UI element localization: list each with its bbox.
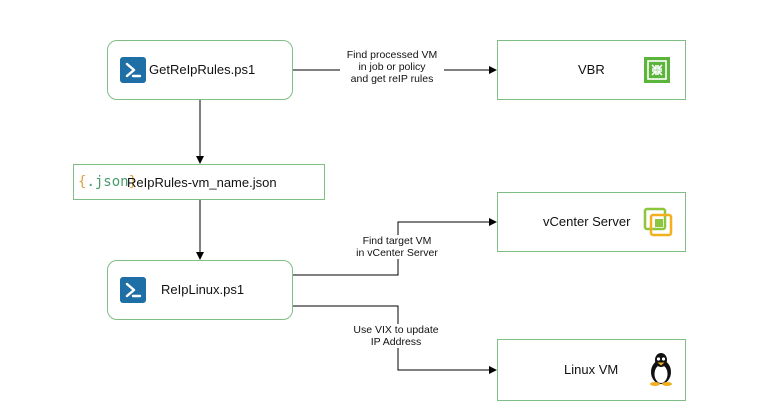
get-reip-rules-label: GetReIpRules.ps1 bbox=[149, 62, 256, 77]
reip-linux-node: ReIpLinux.ps1 bbox=[107, 260, 293, 320]
edge-label-to-vcenter: Find target VM in vCenter Server bbox=[348, 235, 446, 259]
powershell-icon bbox=[120, 57, 146, 83]
edge-label-to-linux: Use VIX to update IP Address bbox=[346, 324, 446, 348]
edge-label-line: Find target VM bbox=[362, 235, 432, 247]
json-file-label: ReIpRules-vm_name.json bbox=[127, 175, 277, 190]
vcenter-node: vCenter Server bbox=[497, 192, 686, 252]
edge-label-line: Use VIX to update bbox=[353, 324, 439, 336]
json-file-icon: {.json} bbox=[78, 174, 138, 190]
veeam-icon bbox=[644, 57, 670, 83]
get-reip-rules-node: GetReIpRules.ps1 bbox=[107, 40, 293, 100]
edge-label-line: in job or policy bbox=[358, 61, 426, 73]
vbr-label: VBR bbox=[578, 62, 605, 77]
reip-linux-label: ReIpLinux.ps1 bbox=[161, 282, 245, 297]
json-icon-text: .json bbox=[86, 174, 129, 190]
linux-vm-label: Linux VM bbox=[564, 362, 619, 377]
edge-label-line: in vCenter Server bbox=[356, 247, 438, 259]
vcenter-icon bbox=[643, 207, 673, 237]
edge-label-line: and get reIP rules bbox=[350, 73, 434, 85]
edge-label-line: IP Address bbox=[370, 336, 422, 348]
json-file-node: {.json} ReIpRules-vm_name.json bbox=[73, 164, 325, 200]
edge-label-line: Find processed VM bbox=[346, 49, 438, 61]
tux-icon bbox=[650, 353, 672, 386]
powershell-icon bbox=[120, 277, 146, 303]
linux-vm-node: Linux VM bbox=[497, 339, 686, 401]
vcenter-label: vCenter Server bbox=[543, 214, 631, 229]
edge-label-to-vbr: Find processed VM in job or policy and g… bbox=[340, 49, 444, 85]
vbr-node: VBR bbox=[497, 40, 686, 100]
